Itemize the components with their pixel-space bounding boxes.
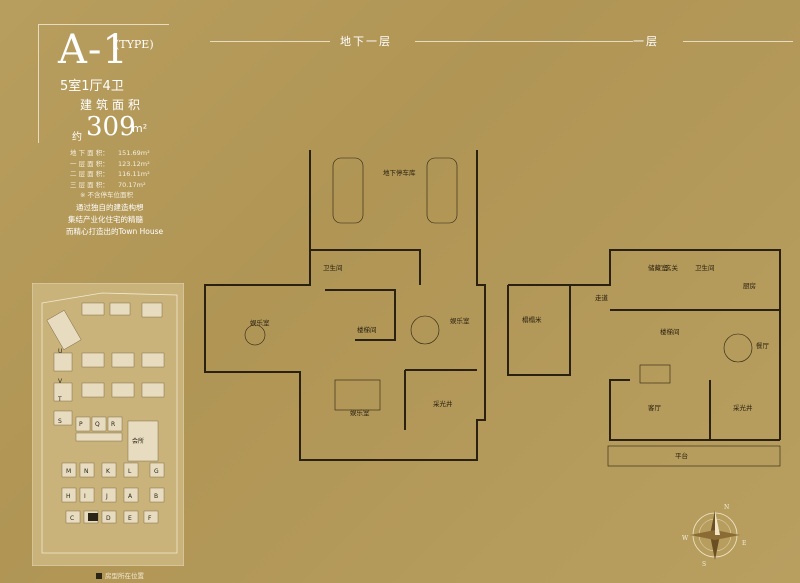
description: 通过独自的建造构想 集结产业化住宅的精髓 而精心打造出的Town House — [66, 203, 164, 236]
svg-text:楼梯间: 楼梯间 — [660, 327, 680, 336]
svg-text:走道: 走道 — [595, 293, 609, 302]
type-title: A-1 — [58, 27, 129, 73]
area-prefix: 约 — [72, 132, 82, 143]
svg-text:娱乐室: 娱乐室 — [250, 318, 270, 327]
svg-text:P: P — [79, 421, 83, 428]
svg-text:D: D — [106, 515, 111, 522]
svg-text:榻榻米: 榻榻米 — [522, 315, 542, 324]
compass-icon: N E S W — [682, 504, 746, 568]
floor-area-row: 三 层 面 积：70.17m² — [70, 180, 146, 189]
svg-text:N: N — [724, 504, 729, 511]
area-value: 309 — [86, 112, 136, 142]
svg-text:玄关: 玄关 — [665, 263, 679, 272]
svg-text:N: N — [84, 468, 89, 475]
floor-area-row: 一 层 面 积：123.12m² — [70, 159, 150, 168]
type-label: (TYPE) — [115, 38, 154, 51]
svg-text:C: C — [70, 515, 74, 522]
basement-header: 地下一层 — [210, 33, 535, 49]
parking-note: ※ 不含停车位面积 — [80, 191, 134, 199]
svg-text:娱乐室: 娱乐室 — [450, 316, 470, 325]
svg-text:餐厅: 餐厅 — [756, 341, 770, 350]
svg-text:储藏室: 储藏室 — [648, 263, 668, 272]
room-count: 5室1厅4卫 — [60, 79, 124, 94]
site-map: P Q R S T 会所 M N K L G H I J A B C D E F… — [32, 283, 184, 566]
svg-text:S: S — [702, 561, 706, 568]
svg-text:楼梯间: 楼梯间 — [357, 325, 377, 334]
svg-text:客厅: 客厅 — [648, 403, 662, 412]
svg-text:会所: 会所 — [132, 437, 144, 445]
floor-area-row: 二 层 面 积：116.11m² — [70, 170, 150, 178]
svg-text:E: E — [742, 540, 746, 547]
svg-text:卫生间: 卫生间 — [695, 263, 715, 272]
svg-text:W: W — [682, 535, 689, 542]
svg-text:娱乐室: 娱乐室 — [350, 408, 370, 417]
area-unit: m² — [132, 122, 148, 135]
svg-text:E: E — [128, 515, 132, 522]
svg-text:T: T — [57, 396, 62, 403]
svg-text:S: S — [58, 418, 62, 425]
site-caption: 房型所在位置 — [96, 570, 144, 580]
svg-text:卫生间: 卫生间 — [323, 263, 343, 272]
area-title: 建筑面积 — [80, 98, 145, 112]
svg-text:采光井: 采光井 — [433, 399, 453, 408]
svg-text:F: F — [148, 515, 152, 522]
floor-area-row: 地 下 面 积：151.69m² — [70, 149, 150, 157]
svg-text:R: R — [111, 421, 115, 428]
svg-text:G: G — [154, 468, 159, 475]
legend-square-icon — [96, 573, 102, 579]
floor-area-list: 地 下 面 积：151.69m² 一 层 面 积：123.12m² 二 层 面 … — [70, 148, 150, 201]
ground-header: 一层 — [513, 33, 793, 49]
svg-text:J: J — [105, 493, 108, 500]
svg-text:采光井: 采光井 — [733, 403, 753, 412]
svg-text:厨房: 厨房 — [743, 281, 756, 290]
basement-plan: 地下停车库 卫生间 娱乐室 娱乐室 娱乐室 楼梯间 采光井 — [204, 150, 486, 461]
svg-text:Q: Q — [95, 421, 100, 428]
svg-text:A: A — [128, 493, 133, 500]
title-frame — [38, 24, 169, 143]
svg-text:K: K — [106, 468, 111, 475]
svg-text:M: M — [66, 468, 71, 475]
svg-text:H: H — [66, 493, 71, 500]
svg-text:平台: 平台 — [675, 451, 688, 460]
svg-text:B: B — [154, 493, 158, 500]
current-unit-marker — [88, 513, 98, 521]
svg-text:L: L — [128, 468, 132, 475]
svg-text:U: U — [58, 348, 62, 355]
svg-text:I: I — [84, 493, 86, 500]
ground-plan: 储藏室 玄关 卫生间 厨房 走道 榻榻米 楼梯间 餐厅 客厅 采光井 平台 — [507, 249, 781, 467]
svg-text:V: V — [58, 378, 63, 385]
svg-text:地下停车库: 地下停车库 — [383, 168, 416, 177]
